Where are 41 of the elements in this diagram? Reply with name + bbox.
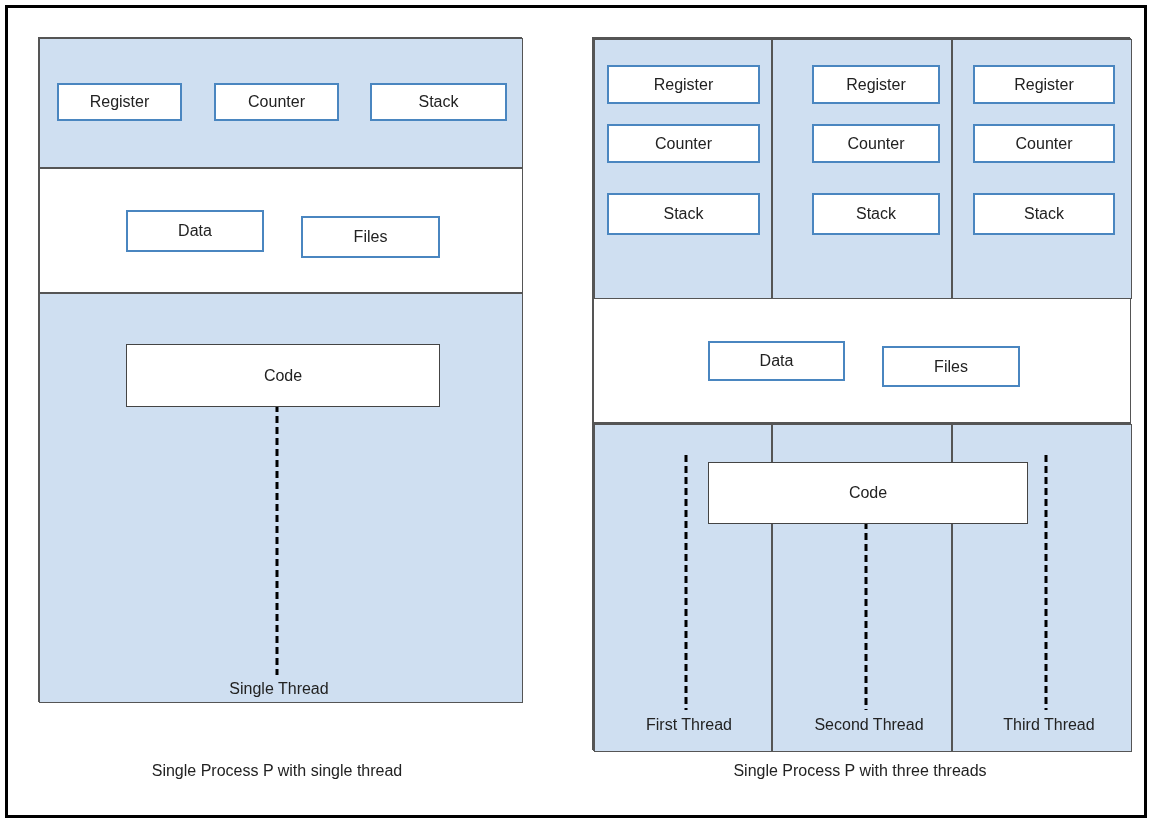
thread-label: Single Thread bbox=[219, 677, 339, 701]
thread-column bbox=[952, 424, 1132, 752]
thread-column bbox=[594, 424, 772, 752]
process-panel bbox=[38, 37, 522, 702]
process-panel bbox=[592, 37, 1130, 750]
resource-box: Stack bbox=[370, 83, 507, 121]
resource-box: Counter bbox=[973, 124, 1115, 163]
thread-line bbox=[864, 522, 868, 710]
resource-box: Files bbox=[882, 346, 1020, 387]
thread-label: First Thread bbox=[629, 713, 749, 737]
resource-box: Stack bbox=[607, 193, 760, 235]
thread-line bbox=[684, 455, 688, 710]
shared-band bbox=[593, 298, 1131, 423]
resource-box: Counter bbox=[812, 124, 940, 163]
register-band bbox=[593, 423, 1131, 751]
register-band bbox=[39, 293, 523, 703]
thread-column bbox=[772, 39, 952, 299]
thread-line bbox=[1044, 455, 1048, 710]
resource-box: Register bbox=[812, 65, 940, 104]
caption: Single Process P with three threads bbox=[733, 762, 987, 780]
resource-box: Stack bbox=[812, 193, 940, 235]
resource-box: Files bbox=[301, 216, 440, 258]
resource-box: Counter bbox=[214, 83, 339, 121]
resource-box: Data bbox=[126, 210, 264, 252]
thread-label: Second Thread bbox=[809, 713, 929, 737]
resource-box: Data bbox=[708, 341, 845, 381]
resource-box: Stack bbox=[973, 193, 1115, 235]
code-box: Code bbox=[126, 344, 440, 407]
thread-column bbox=[594, 39, 772, 299]
resource-box: Counter bbox=[607, 124, 760, 163]
resource-box: Register bbox=[607, 65, 760, 104]
code-box: Code bbox=[708, 462, 1028, 524]
register-band bbox=[39, 38, 523, 168]
resource-box: Register bbox=[57, 83, 182, 121]
thread-column bbox=[952, 39, 1132, 299]
caption: Single Process P with single thread bbox=[151, 762, 403, 780]
thread-label: Third Thread bbox=[989, 713, 1109, 737]
shared-band bbox=[39, 168, 523, 293]
resource-box: Register bbox=[973, 65, 1115, 104]
register-band bbox=[593, 38, 1131, 298]
thread-line bbox=[275, 405, 279, 675]
